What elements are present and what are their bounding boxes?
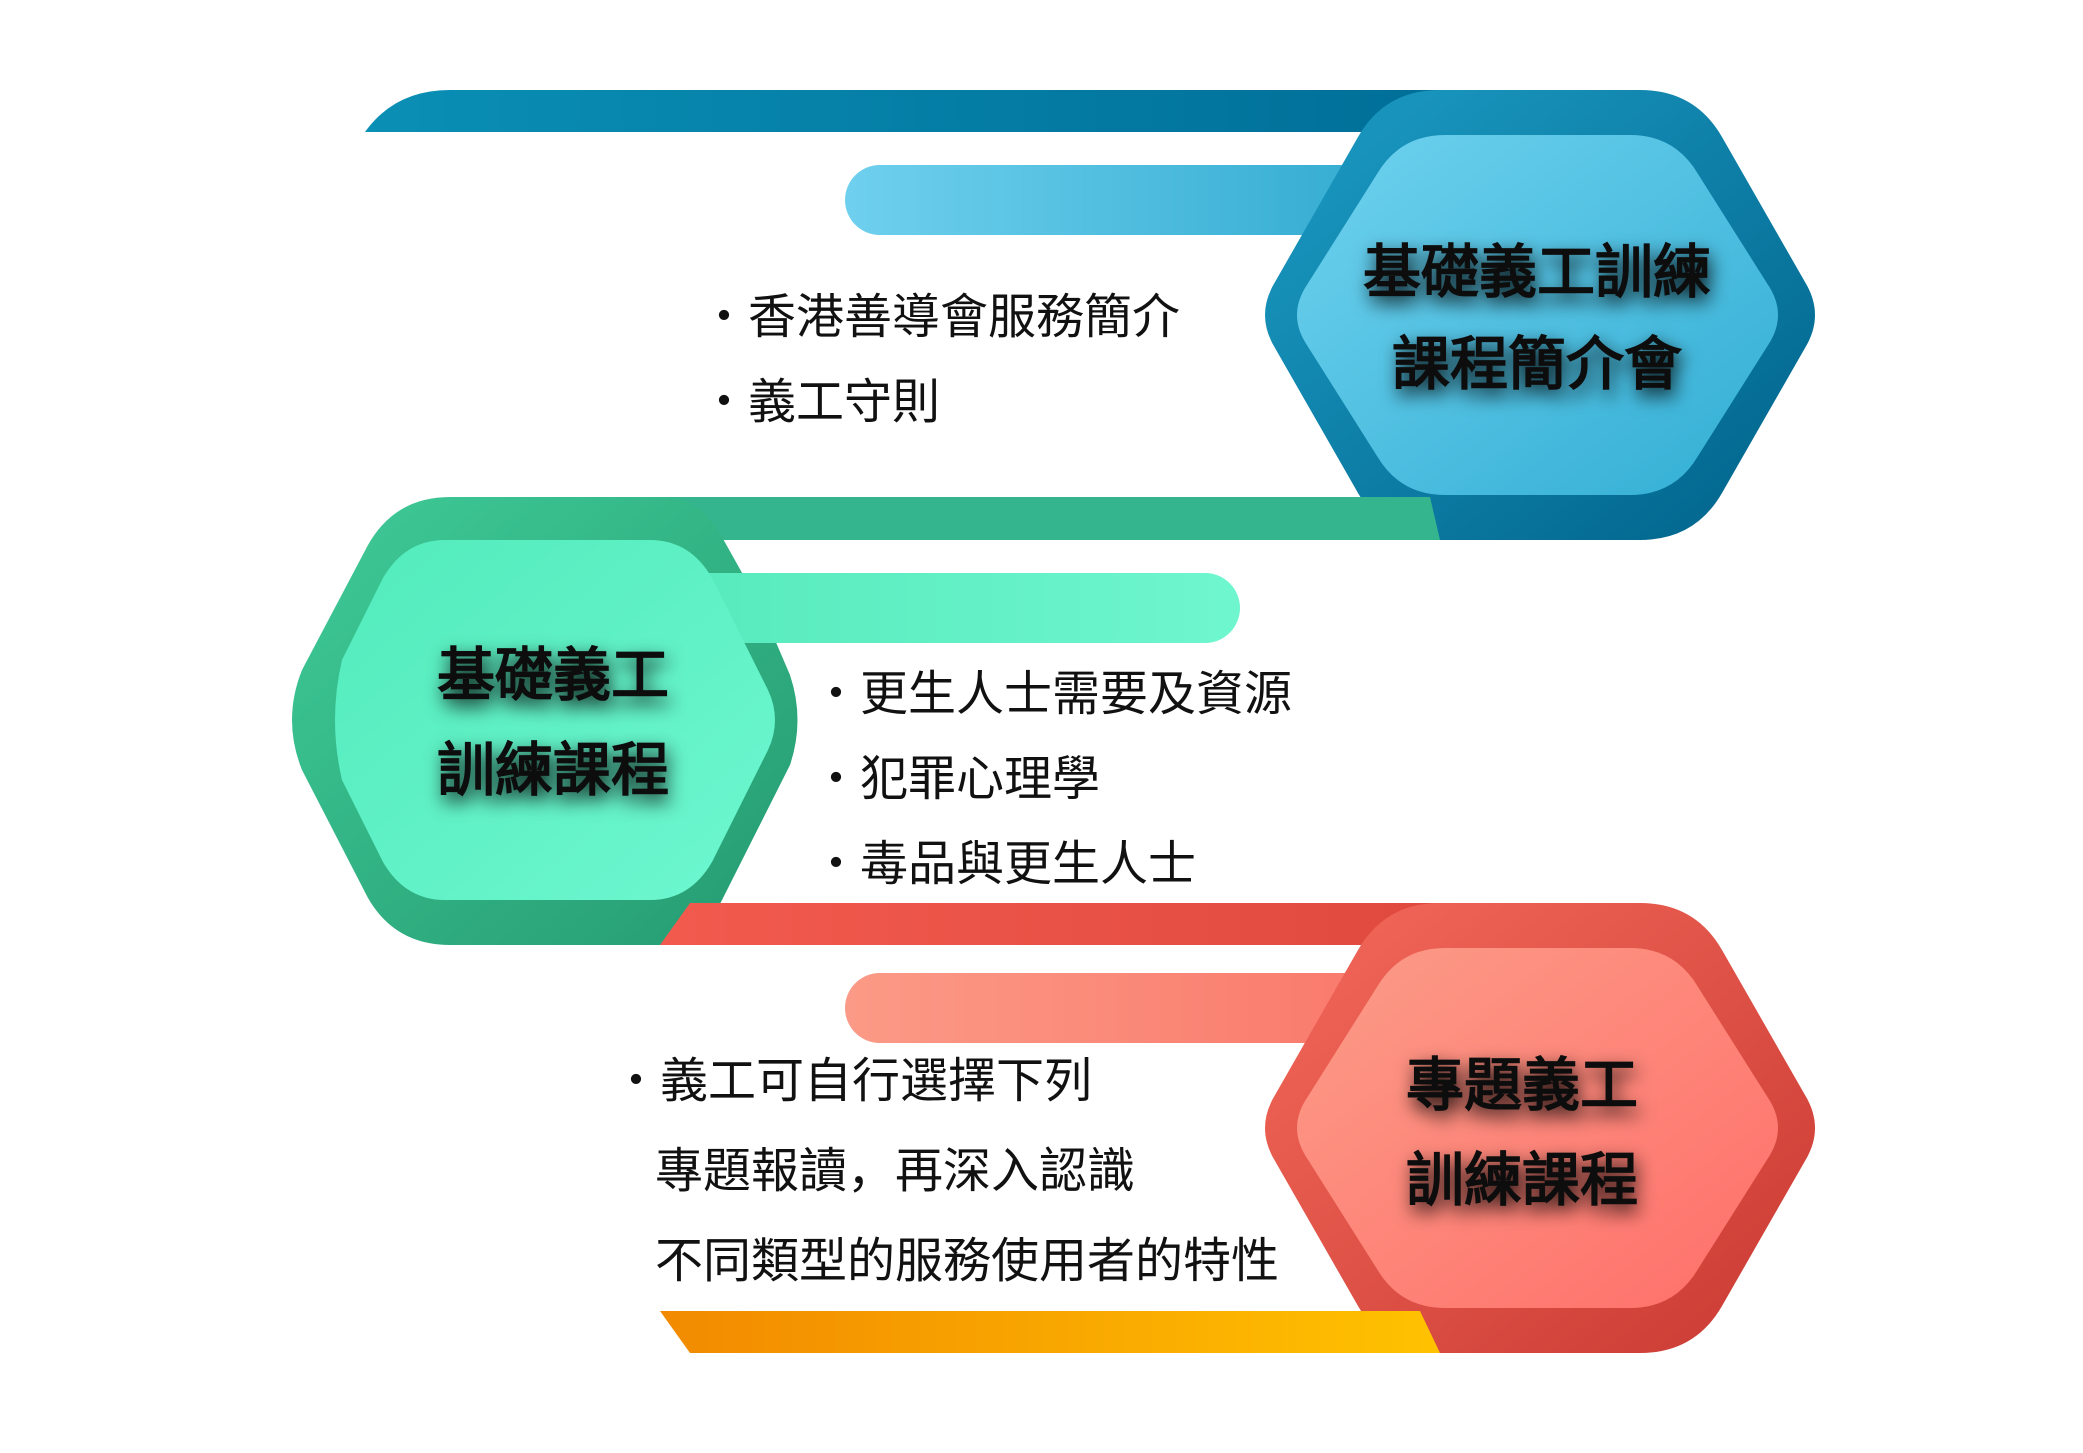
stage-3-topic-course: 專題義工 訓練課程 ・義工可自行選擇下列 專題報讀，再深入認識 不同類型的服務使…: [612, 903, 1815, 1353]
stage-2-hexagon-inner: [335, 540, 775, 900]
stage-1-item: ・香港善導會服務簡介: [700, 289, 1180, 345]
stage-2-inner-bar: [640, 573, 1240, 643]
stage-1-hexagon-inner: [1297, 135, 1778, 495]
stage-3-hexagon-inner: [1297, 948, 1778, 1308]
stage-3-inner-bar: [845, 973, 1465, 1043]
stage-2-item: ・毒品與更生人士: [812, 836, 1196, 892]
stage-3-title-line-2: 訓練課程: [1406, 1146, 1638, 1214]
stage-1-title-line-1: 基礎義工訓練: [1363, 238, 1711, 306]
stage-2-basic-course: 基礎義工 訓練課程 ・更生人士需要及資源 ・犯罪心理學 ・毒品與更生人士: [292, 497, 1292, 945]
stage-3-top-bar: [660, 903, 1440, 945]
stage-2-title-line-1: 基礎義工: [437, 641, 669, 709]
stage-1-item: ・義工守則: [700, 374, 940, 430]
stage-1-top-bar: [365, 90, 1440, 132]
stage-3-item: 不同類型的服務使用者的特性: [655, 1233, 1279, 1289]
stage-2-item: ・犯罪心理學: [812, 751, 1100, 807]
stage-3-title-line-1: 專題義工: [1406, 1051, 1638, 1119]
stage-3-bottom-bar: [660, 1311, 1440, 1353]
stage-1-title-line-2: 課程簡介會: [1392, 330, 1683, 398]
stage-1-inner-bar: [845, 165, 1465, 235]
stage-3-item: 專題報讀，再深入認識: [655, 1143, 1135, 1199]
stage-2-title-line-2: 訓練課程: [437, 736, 669, 804]
stage-3-item: ・義工可自行選擇下列: [612, 1053, 1092, 1109]
stage-1-basic-briefing: 基礎義工訓練 課程簡介會 ・香港善導會服務簡介 ・義工守則: [365, 90, 1815, 540]
stage-2-item: ・更生人士需要及資源: [812, 666, 1292, 722]
stage-1-bottom-connector: [660, 497, 1440, 540]
